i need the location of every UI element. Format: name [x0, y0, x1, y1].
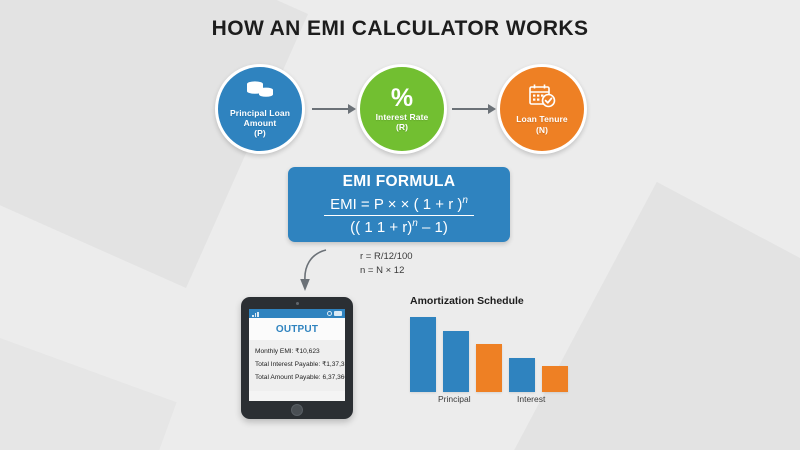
step-circle-tenure: Loan Tenure (N)	[497, 64, 587, 154]
chart-legend-interest: Interest	[517, 394, 546, 404]
formula-denominator-post: – 1)	[417, 219, 448, 236]
step-label-tenure: Loan Tenure (N)	[516, 114, 567, 134]
note-n: n = N × 12	[360, 264, 405, 276]
step-label-interest: Interest Rate (R)	[376, 112, 429, 132]
step-label-line1: Loan Tenure	[516, 114, 568, 125]
chart-bar	[443, 331, 469, 392]
chart-title: Amortization Schedule	[410, 295, 524, 307]
battery-icon	[334, 311, 342, 316]
note-r: r = R/12/100	[360, 251, 413, 262]
step-label-line1: Interest Rate	[375, 111, 429, 122]
output-line-monthly-emi: Monthly EMI: ₹10,623	[255, 348, 320, 355]
step-circle-interest: % Interest Rate (R)	[357, 64, 447, 154]
formula-numerator: EMI = P × × ( 1 + r )n	[324, 195, 474, 216]
connector-arrow-2-icon	[488, 104, 496, 114]
formula-notes: r = R/12/100 n = N × 12	[360, 250, 413, 278]
emi-formula-box: EMI FORMULA EMI = P × × ( 1 + r )n (( 1 …	[288, 167, 510, 242]
step-label-line2: Amount	[243, 117, 277, 128]
tablet-status-bar	[249, 309, 345, 318]
output-line-total-interest: Total Interest Payable: ₹1,37,360	[255, 360, 345, 368]
formula-denominator-exponent: n	[412, 218, 418, 229]
step-label-line3: (P)	[254, 128, 266, 138]
chart-bar	[509, 358, 535, 392]
coin-stack-icon	[245, 80, 275, 106]
connector-line-2	[452, 108, 490, 110]
step-label-line2: (R)	[395, 122, 409, 132]
tablet-device: OUTPUT Monthly EMI: ₹10,623 Total Intere…	[241, 297, 353, 419]
formula-denominator-pre: (( 1 1 + r)	[350, 219, 413, 236]
formula-numerator-text: EMI = P × × ( 1 + r )	[330, 196, 463, 213]
step-circle-principal: Principal Loan Amount (P)	[215, 64, 305, 154]
formula-fraction: EMI = P × × ( 1 + r )n (( 1 1 + r)n – 1)	[324, 195, 474, 236]
tablet-screen: OUTPUT Monthly EMI: ₹10,623 Total Intere…	[249, 309, 345, 401]
amortization-bar-chart	[408, 310, 568, 392]
tablet-home-button[interactable]	[291, 404, 303, 416]
connector-arrow-1-icon	[348, 104, 356, 114]
formula-numerator-exponent: n	[462, 195, 468, 206]
signal-bars-icon	[252, 311, 259, 317]
tablet-camera-icon	[295, 302, 299, 305]
status-right-icons	[327, 311, 342, 316]
curved-arrow-to-output-icon	[294, 247, 340, 304]
step-label-principal: Principal Loan Amount (P)	[230, 108, 290, 138]
percent-icon: %	[390, 83, 414, 112]
output-line-total-amount: Total Amount Payable: 6,37,360	[255, 373, 345, 381]
step-label-line1: Principal Loan	[230, 107, 290, 118]
connector-line-1	[312, 108, 350, 110]
clock-icon	[327, 311, 332, 316]
step-label-line2: (N)	[535, 124, 549, 135]
formula-heading: EMI FORMULA	[342, 173, 456, 190]
chart-bar	[476, 344, 502, 392]
page-title: HOW AN EMI CALCULATOR WORKS	[211, 17, 589, 40]
chart-legend-principal: Principal	[438, 394, 471, 404]
chart-bar	[410, 317, 436, 392]
chart-bar	[542, 366, 568, 392]
calendar-check-icon	[528, 83, 556, 112]
output-body: Monthly EMI: ₹10,623 Total Interest Paya…	[249, 340, 345, 391]
output-heading: OUTPUT	[249, 318, 345, 340]
chart-legend: Principal Interest	[408, 394, 568, 408]
formula-denominator: (( 1 1 + r)n – 1)	[324, 216, 474, 236]
